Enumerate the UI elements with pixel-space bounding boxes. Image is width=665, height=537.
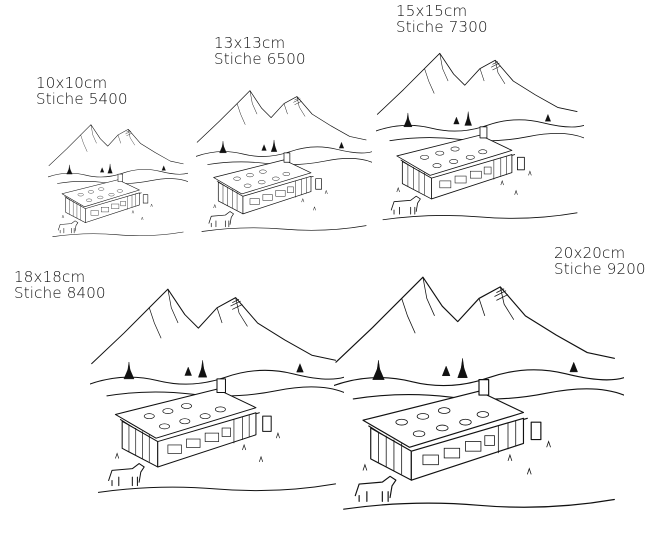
chalet-embroidery-illustration: [47, 124, 189, 237]
stitch-count-text: Stiche 8400: [14, 283, 106, 302]
design-15x15: [375, 40, 585, 240]
chalet-embroidery-illustration: [333, 276, 625, 510]
chalet-embroidery-illustration: [89, 288, 345, 493]
chalet-embroidery-illustration: [195, 90, 373, 232]
chalet-embroidery-illustration: [375, 52, 585, 221]
label-10x10: 10x10cm Stiche 5400: [36, 74, 128, 108]
stitch-count-text: Stiche 9200: [554, 259, 646, 278]
design-13x13: [195, 80, 373, 248]
label-18x18: 18x18cm Stiche 8400: [14, 268, 106, 302]
label-13x13: 13x13cm Stiche 6500: [214, 34, 306, 68]
design-20x20: [333, 264, 625, 532]
label-15x15: 15x15cm Stiche 7300: [396, 2, 488, 36]
size-text: 13x13cm: [214, 34, 286, 52]
stitch-count-text: Stiche 7300: [396, 17, 488, 36]
stitch-count-text: Stiche 6500: [214, 49, 306, 68]
label-20x20: 20x20cm Stiche 9200: [554, 244, 646, 278]
design-18x18: [89, 268, 345, 522]
size-text: 15x15cm: [396, 2, 468, 20]
stitch-count-text: Stiche 5400: [36, 89, 128, 108]
size-text: 10x10cm: [36, 74, 108, 92]
size-text: 20x20cm: [554, 244, 626, 262]
design-10x10: [47, 118, 189, 248]
size-text: 18x18cm: [14, 268, 86, 286]
